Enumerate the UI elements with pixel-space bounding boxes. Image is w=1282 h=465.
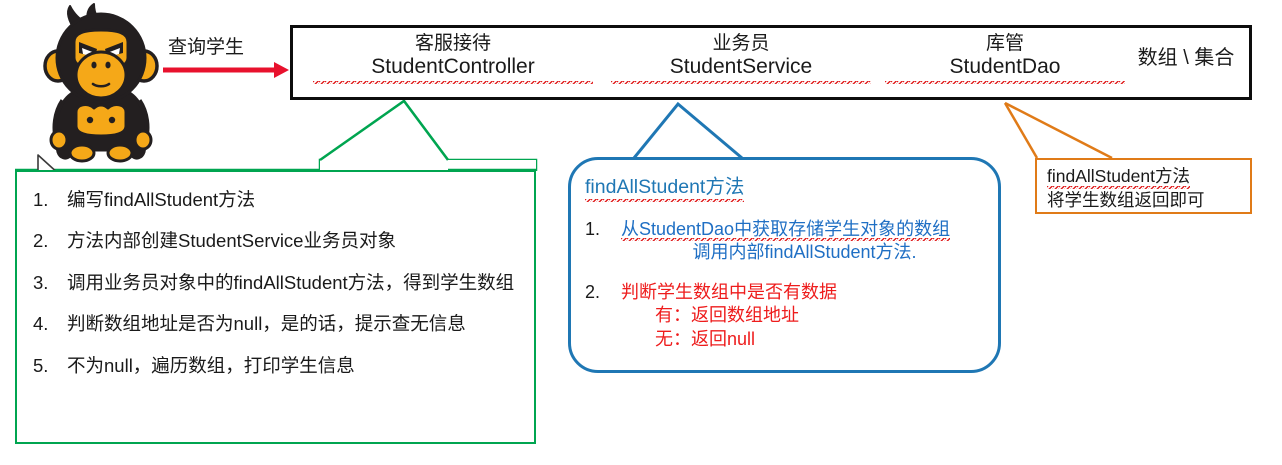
list-item: 2. 判断学生数组中是否有数据 有：返回数组地址 无：返回null [577, 281, 988, 351]
controller-step-3-num: 3. [33, 271, 49, 293]
role-storage: 数组 \ 集合 [1123, 47, 1249, 71]
service-note-title: findAllStudent方法 [585, 170, 745, 202]
list-item: 1. 编写findAllStudent方法 [25, 188, 520, 212]
controller-step-1-num: 1. [33, 189, 49, 210]
monkey-mascot [43, 3, 159, 163]
controller-step-2-num: 2. [33, 230, 49, 252]
role-controller-en: StudentController [313, 55, 593, 85]
controller-step-3-text: 调用业务员对象中的findAllStudent方法，得到学生数组 [67, 271, 515, 293]
list-item: 3. 调用业务员对象中的findAllStudent方法，得到学生数组 [25, 271, 520, 295]
service-step-2-num: 2. [585, 281, 601, 302]
service-step-1-num: 1. [585, 219, 601, 239]
controller-step-1-text: 编写findAllStudent方法 [67, 189, 256, 210]
service-note-box: findAllStudent方法 1. 从StudentDao中获取存储学生对象… [568, 157, 1001, 373]
controller-step-4-num: 4. [33, 313, 49, 335]
service-step-2-line-2: 有：返回数组地址 [655, 305, 799, 326]
role-dao-cn: 库管 [985, 33, 1024, 54]
controller-step-list: 1. 编写findAllStudent方法 2. 方法内部创建StudentSe… [17, 172, 534, 378]
service-callout-tail [632, 101, 743, 160]
service-step-2-line-1: 判断学生数组中是否有数据 [621, 281, 837, 302]
role-controller-cn: 客服接待 [414, 33, 491, 54]
role-service-en: StudentService [611, 55, 871, 85]
service-step-1-line-1: 从StudentDao中获取存储学生对象的数组 [621, 219, 951, 241]
controller-step-2-text: 方法内部创建StudentService业务员对象 [67, 230, 396, 252]
dao-note-text: findAllStudent方法 将学生数组返回即可 [1037, 160, 1250, 212]
service-step-2-line-3: 无：返回null [655, 328, 756, 349]
role-service: 业务员 StudentService [611, 33, 871, 85]
role-bar: 客服接待 StudentController 业务员 StudentServic… [290, 25, 1252, 100]
dao-note-box: findAllStudent方法 将学生数组返回即可 [1035, 158, 1252, 214]
service-step-2-body: 判断学生数组中是否有数据 有：返回数组地址 无：返回null [621, 281, 988, 351]
query-flow-label: 查询学生 [168, 37, 245, 58]
list-item: 1. 从StudentDao中获取存储学生对象的数组 调用内部findAllSt… [577, 218, 988, 265]
role-service-cn: 业务员 [712, 33, 770, 54]
controller-note-box: 1. 编写findAllStudent方法 2. 方法内部创建StudentSe… [15, 170, 536, 444]
role-dao-en: StudentDao [885, 55, 1125, 85]
controller-step-4-text: 判断数组地址是否为null，是的话，提示查无信息 [67, 313, 466, 335]
dao-note-line-2: 将学生数组返回即可 [1047, 190, 1205, 211]
list-item: 5. 不为null，遍历数组，打印学生信息 [25, 354, 520, 378]
service-step-1-body: 从StudentDao中获取存储学生对象的数组 调用内部findAllStude… [621, 218, 988, 265]
list-item: 4. 判断数组地址是否为null，是的话，提示查无信息 [25, 312, 520, 336]
dao-note-line-1: findAllStudent方法 [1047, 165, 1190, 190]
service-step-1-line-2: 调用内部findAllStudent方法. [692, 242, 917, 263]
controller-step-5-num: 5. [33, 354, 49, 376]
controller-step-5-text: 不为null，遍历数组，打印学生信息 [67, 354, 355, 376]
dao-callout-tail [1003, 101, 1113, 160]
service-step-list: 1. 从StudentDao中获取存储学生对象的数组 调用内部findAllSt… [571, 160, 998, 351]
role-dao: 库管 StudentDao [885, 33, 1125, 85]
role-controller: 客服接待 StudentController [313, 33, 593, 85]
role-storage-label: 数组 \ 集合 [1137, 47, 1235, 69]
query-flow-arrow [163, 62, 289, 78]
list-item: 2. 方法内部创建StudentService业务员对象 [25, 229, 520, 253]
